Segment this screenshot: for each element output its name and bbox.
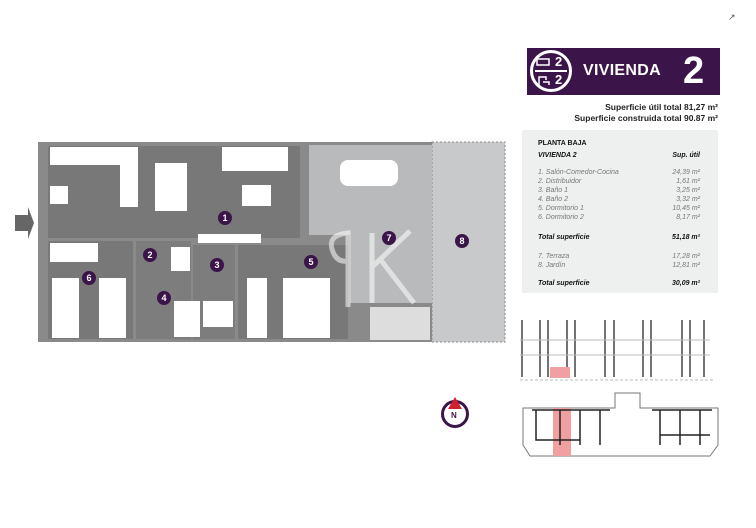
room-marker: 3 bbox=[210, 258, 224, 272]
compass-icon: N bbox=[441, 397, 469, 428]
room-marker: 4 bbox=[157, 291, 171, 305]
unit-title: VIVIENDA bbox=[583, 62, 661, 79]
double-bed bbox=[283, 278, 330, 338]
bed bbox=[99, 278, 126, 338]
room-marker: 2 bbox=[143, 248, 157, 262]
dining-table bbox=[155, 163, 187, 211]
bed-icon bbox=[536, 58, 550, 66]
bathroom-count: 2 bbox=[555, 72, 563, 87]
unit-highlight bbox=[553, 408, 571, 456]
shower-icon bbox=[538, 76, 550, 85]
entry-arrow-icon bbox=[15, 207, 34, 239]
watermark-logo bbox=[328, 229, 416, 307]
room-marker: 8 bbox=[455, 234, 469, 248]
bed-bath-icon: 2 2 bbox=[530, 50, 572, 92]
floor-label: PLANTA BAJA bbox=[538, 140, 587, 147]
room-marker: 1 bbox=[218, 211, 232, 225]
surface-table: PLANTA BAJA VIVIENDA 2 Sup. útil 1. Salón… bbox=[522, 130, 718, 293]
unit-number: 2 bbox=[683, 50, 705, 92]
bed bbox=[52, 278, 79, 338]
unit-highlight bbox=[550, 367, 570, 378]
room-marker: 6 bbox=[82, 271, 96, 285]
unit-label: VIVIENDA 2 bbox=[538, 152, 577, 159]
room-marker: 7 bbox=[382, 231, 396, 245]
building-elevation bbox=[520, 320, 715, 381]
external-link-icon[interactable]: ↗ bbox=[728, 12, 736, 22]
bedroom-count: 2 bbox=[555, 54, 563, 69]
site-plan bbox=[522, 392, 719, 457]
floor-plan bbox=[15, 141, 506, 343]
built-surface: Superficie construida total 90.87 m² bbox=[574, 113, 718, 123]
room-marker: 5 bbox=[304, 255, 318, 269]
sofa bbox=[222, 147, 288, 171]
unit-banner: 2 2 VIVIENDA 2 bbox=[527, 48, 720, 95]
terrace-table bbox=[340, 160, 398, 186]
column-header: Sup. útil bbox=[672, 152, 700, 159]
terrace-area bbox=[309, 145, 432, 235]
compass-north-label: N bbox=[451, 411, 457, 420]
useful-surface: Superficie útil total 81,27 m² bbox=[605, 102, 718, 112]
